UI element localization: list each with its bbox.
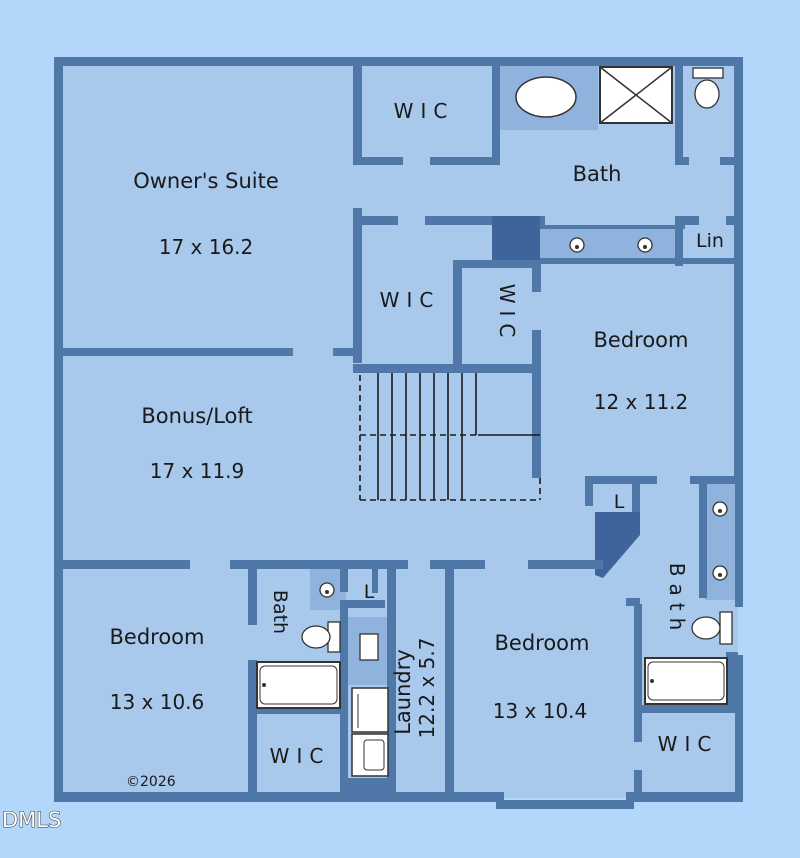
copyright-text: ©2026	[126, 774, 176, 790]
laundry-name: Laundry	[391, 649, 415, 735]
linen-mid-label: L	[614, 491, 625, 513]
tub-right	[644, 657, 728, 705]
linen-left-label: L	[364, 581, 375, 603]
floor-area	[58, 60, 738, 798]
mls-watermark: DMLS	[2, 808, 61, 832]
toilet-left	[301, 621, 341, 653]
wic-vertical-label: WIC	[495, 284, 519, 345]
laundry-dims: 12.2 x 5.7	[415, 638, 439, 739]
toilet-owner	[692, 67, 724, 109]
bonus-loft-name: Bonus/Loft	[141, 404, 252, 428]
washer	[351, 687, 389, 733]
bedroom-right-name: Bedroom	[594, 328, 689, 352]
bedroom-mid-name: Bedroom	[495, 631, 590, 655]
sink-right-1	[712, 501, 728, 517]
laundry-sink	[359, 633, 379, 661]
wic-mid-label: WIC	[380, 288, 441, 312]
sink-left	[319, 582, 335, 598]
bedroom-mid-dims: 13 x 10.4	[493, 699, 588, 723]
wic-top-label: WIC	[394, 99, 455, 123]
owner-bath-label: Bath	[573, 162, 622, 186]
sink-owner-1	[569, 237, 585, 253]
bedroom-left-name: Bedroom	[110, 625, 205, 649]
sink-owner-2	[637, 237, 653, 253]
sink-right-2	[712, 565, 728, 581]
bath-left-label: Bath	[269, 590, 291, 634]
tub-left	[256, 661, 341, 709]
owners-suite-dims: 17 x 16.2	[159, 235, 254, 259]
tub-oval	[515, 76, 577, 118]
shower	[599, 66, 673, 124]
linen-label: Lin	[696, 230, 724, 252]
dryer	[351, 733, 389, 777]
walls	[54, 57, 743, 809]
wic-left-label: WIC	[270, 744, 331, 768]
bonus-loft-dims: 17 x 11.9	[150, 459, 245, 483]
bedroom-left-dims: 13 x 10.6	[110, 690, 205, 714]
owners-suite-name: Owner's Suite	[133, 169, 279, 193]
bedroom-right-dims: 12 x 11.2	[594, 390, 689, 414]
toilet-right	[691, 611, 733, 645]
staircase	[359, 373, 541, 501]
wic-right-label: WIC	[658, 732, 719, 756]
bath-right-label: Bath	[665, 563, 689, 638]
